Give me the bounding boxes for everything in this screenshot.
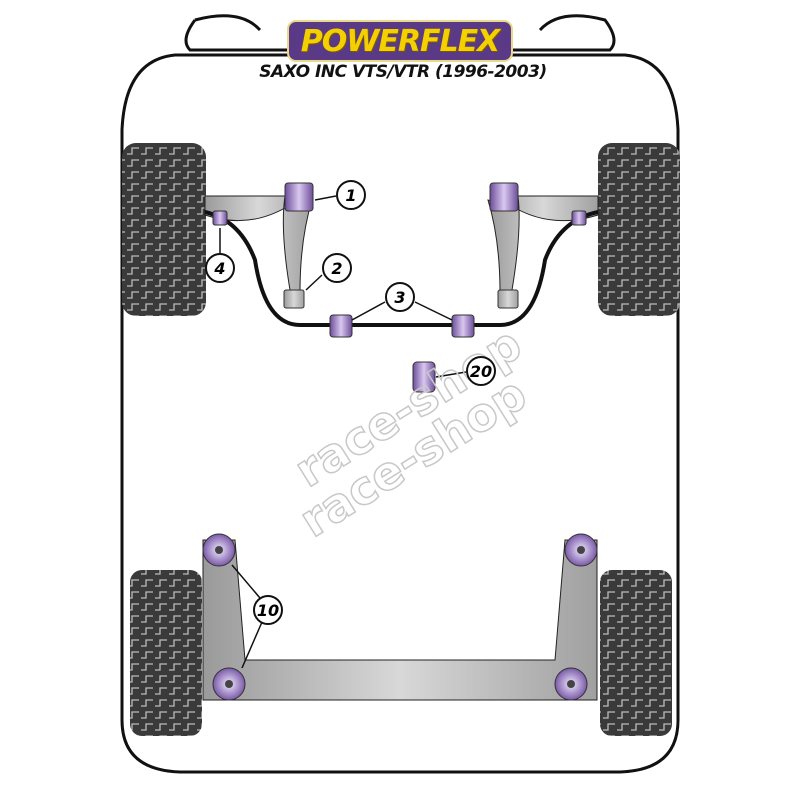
- callout-2: 2: [322, 253, 352, 283]
- callout-1: 1: [336, 180, 366, 210]
- callout-20: 20: [466, 356, 496, 386]
- anti-roll-bar: [204, 210, 599, 327]
- car-body-outline: [184, 14, 616, 52]
- rear-beam: [202, 539, 598, 701]
- callout-10: 10: [253, 595, 283, 625]
- front-left-wheel: [122, 143, 206, 316]
- right-wishbone: [487, 195, 599, 293]
- bush-20: [412, 361, 436, 393]
- rear-left-wheel: [130, 570, 202, 736]
- vehicle-title: SAXO INC VTS/VTR (1996-2003): [259, 62, 547, 82]
- rear-right-wheel: [600, 570, 672, 736]
- bush-2-left: [283, 289, 305, 309]
- bush-4-left: [212, 210, 228, 226]
- callout-3: 3: [385, 282, 415, 312]
- left-wishbone: [204, 195, 313, 293]
- bush-3-left: [329, 314, 353, 338]
- powerflex-logo: POWERFLEX: [287, 20, 513, 62]
- front-right-wheel: [598, 143, 680, 316]
- callout-4: 4: [205, 253, 235, 283]
- bush-1-left: [284, 182, 314, 212]
